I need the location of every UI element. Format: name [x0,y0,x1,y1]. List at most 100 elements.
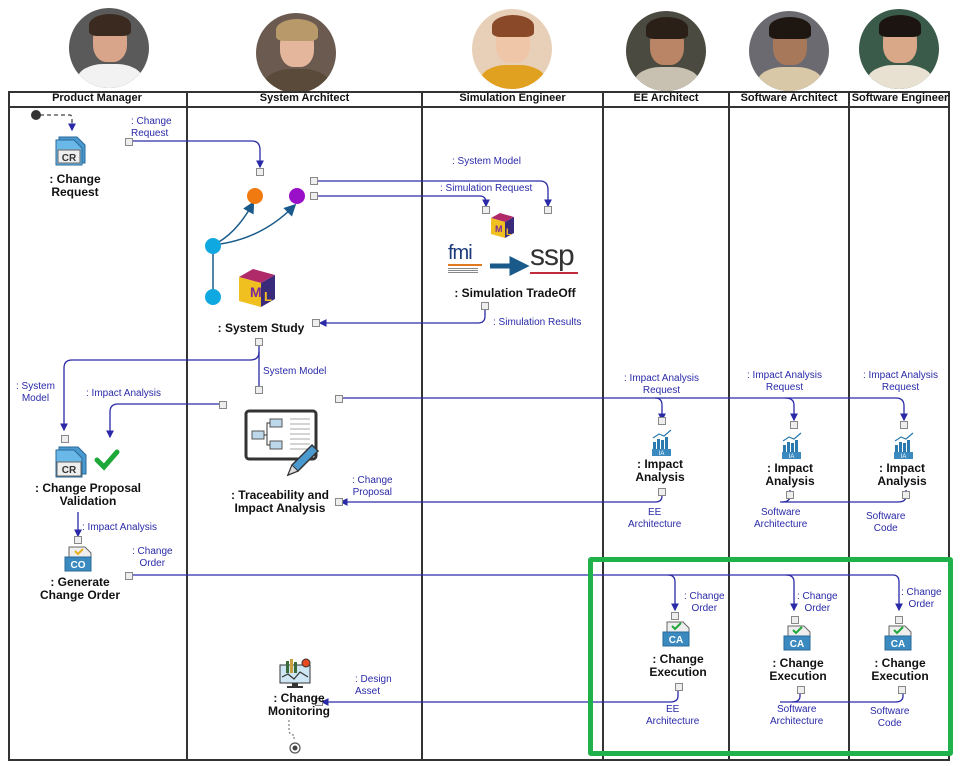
node-system-study[interactable]: : System Study [217,321,305,335]
change-execution-icon: CA [783,625,811,651]
svg-text:CA: CA [790,639,804,650]
node-simulation-tradeoff[interactable]: : Simulation TradeOff [454,286,576,300]
impact-analysis-icon: IA [652,429,672,457]
fmi-logo-icon: fmi [448,243,484,279]
avatar-hair [769,17,811,39]
flow-label-system-model-2: System Model [263,366,327,377]
flow-label-impact-analysis-2: : Impact Analysis [82,522,158,533]
flow-label-simulation-results: : Simulation Results [493,317,582,328]
pin [671,612,679,620]
change-monitoring-icon [279,658,311,688]
change-request-icon: CR [55,136,86,166]
avatar-software-architect [749,11,829,91]
pin [658,488,666,496]
purple-node [289,188,305,204]
lane-header-ee-architect: EE Architect [604,91,728,108]
flow-label-simulation-request: : Simulation Request [440,183,533,194]
avatar-system-architect [256,13,336,93]
flow-label-ia-request-se: : Impact Analysis Request [863,370,939,393]
avatar-body [867,65,933,89]
avatar-hair [276,19,318,41]
flow-label-ee-architecture-2: EE Architecture [646,704,700,727]
checkmark-icon [94,449,120,471]
pin [482,206,490,214]
sysml-logo-icon: M L [239,269,275,307]
svg-text:IA: IA [901,454,907,460]
avatar-product-manager [69,8,149,88]
avatar-body [634,67,700,91]
node-impact-analysis-ee[interactable]: : Impact Analysis [635,457,685,484]
avatar-body [480,65,546,89]
svg-text:L: L [506,227,512,237]
pin [335,498,343,506]
flow-label-design-asset: : Design Asset [355,674,392,697]
flow-change-order [131,574,903,612]
avatar-hair [492,15,534,37]
cyan-node-bottom [205,289,221,305]
node-change-request[interactable]: : Change Request [49,172,101,199]
swimlane-frame [8,91,950,761]
flow-label-ee-architecture: EE Architecture [628,507,682,530]
node-change-execution-ee[interactable]: : Change Execution [649,652,707,679]
ssp-logo-text: ssp [530,239,575,272]
avatar-body [757,67,823,91]
system-study-network [205,188,305,305]
avatar-simulation-engineer [472,9,552,89]
node-generate-change-order[interactable]: : Generate Change Order [39,575,120,602]
node-impact-analysis-se[interactable]: : Impact Analysis [877,461,927,488]
flow-label-ia-request-ee: : Impact Analysis Request [624,373,700,396]
flow-simulation-request [317,195,490,208]
svg-text:IA: IA [659,451,665,457]
svg-text:CR: CR [62,153,77,164]
pin [481,302,489,310]
lane-divider [602,91,604,761]
pin [675,683,683,691]
pin [791,616,799,624]
change-proposal-icon: CR [55,446,87,478]
cyan-node-top [205,238,221,254]
pin [255,386,263,394]
node-change-proposal-validation[interactable]: : Change Proposal Validation [34,481,141,508]
node-impact-analysis-sa[interactable]: : Impact Analysis [765,461,815,488]
pin [658,417,666,425]
flow-label-change-order-se: : Change Order [901,587,942,610]
node-change-execution-se[interactable]: : Change Execution [871,656,929,683]
fmi-logo-bar [448,264,482,266]
initial-node [31,110,41,120]
impact-analysis-icon: IA [782,432,802,460]
lane-divider [186,91,188,761]
lane-header-software-architect: Software Architect [730,91,848,108]
flow-system-model-3 [60,351,260,432]
change-execution-icon: CA [662,621,690,647]
avatar-body [77,64,143,88]
node-change-monitoring[interactable]: : Change Monitoring [268,691,330,718]
pin [312,319,320,327]
pin [335,395,343,403]
flow-label-system-model: : System Model [452,156,521,167]
svg-text:CA: CA [669,635,683,646]
flow-ia-request [341,397,908,422]
pin [797,686,805,694]
flow-system-model [317,180,552,208]
node-change-execution-sa[interactable]: : Change Execution [769,656,827,683]
traceability-icon [244,409,320,477]
svg-text:M: M [250,284,262,300]
sysml-logo-icon: M L [491,213,514,238]
flow-label-change-request: : Change Request [131,116,172,139]
avatar-software-engineer [859,9,939,89]
pin [902,491,910,499]
flow-label-change-order-ee: : Change Order [684,591,725,614]
flow-label-software-code: Software Code [866,511,906,534]
flow-label-change-order: : Change Order [132,546,173,569]
flow-change-proposal [339,490,663,506]
avatar-hair [89,14,131,36]
flow-label-system-model-3: : System Model [16,381,55,404]
flow-impact-analysis [106,403,222,439]
svg-text:M: M [495,224,503,234]
pin [256,168,264,176]
lane-header-simulation-engineer: Simulation Engineer [423,91,602,108]
pin [790,421,798,429]
flow-label-software-architecture: Software Architecture [754,507,808,530]
node-traceability-impact-analysis[interactable]: : Traceability and Impact Analysis [230,488,330,515]
orange-node [247,188,263,204]
